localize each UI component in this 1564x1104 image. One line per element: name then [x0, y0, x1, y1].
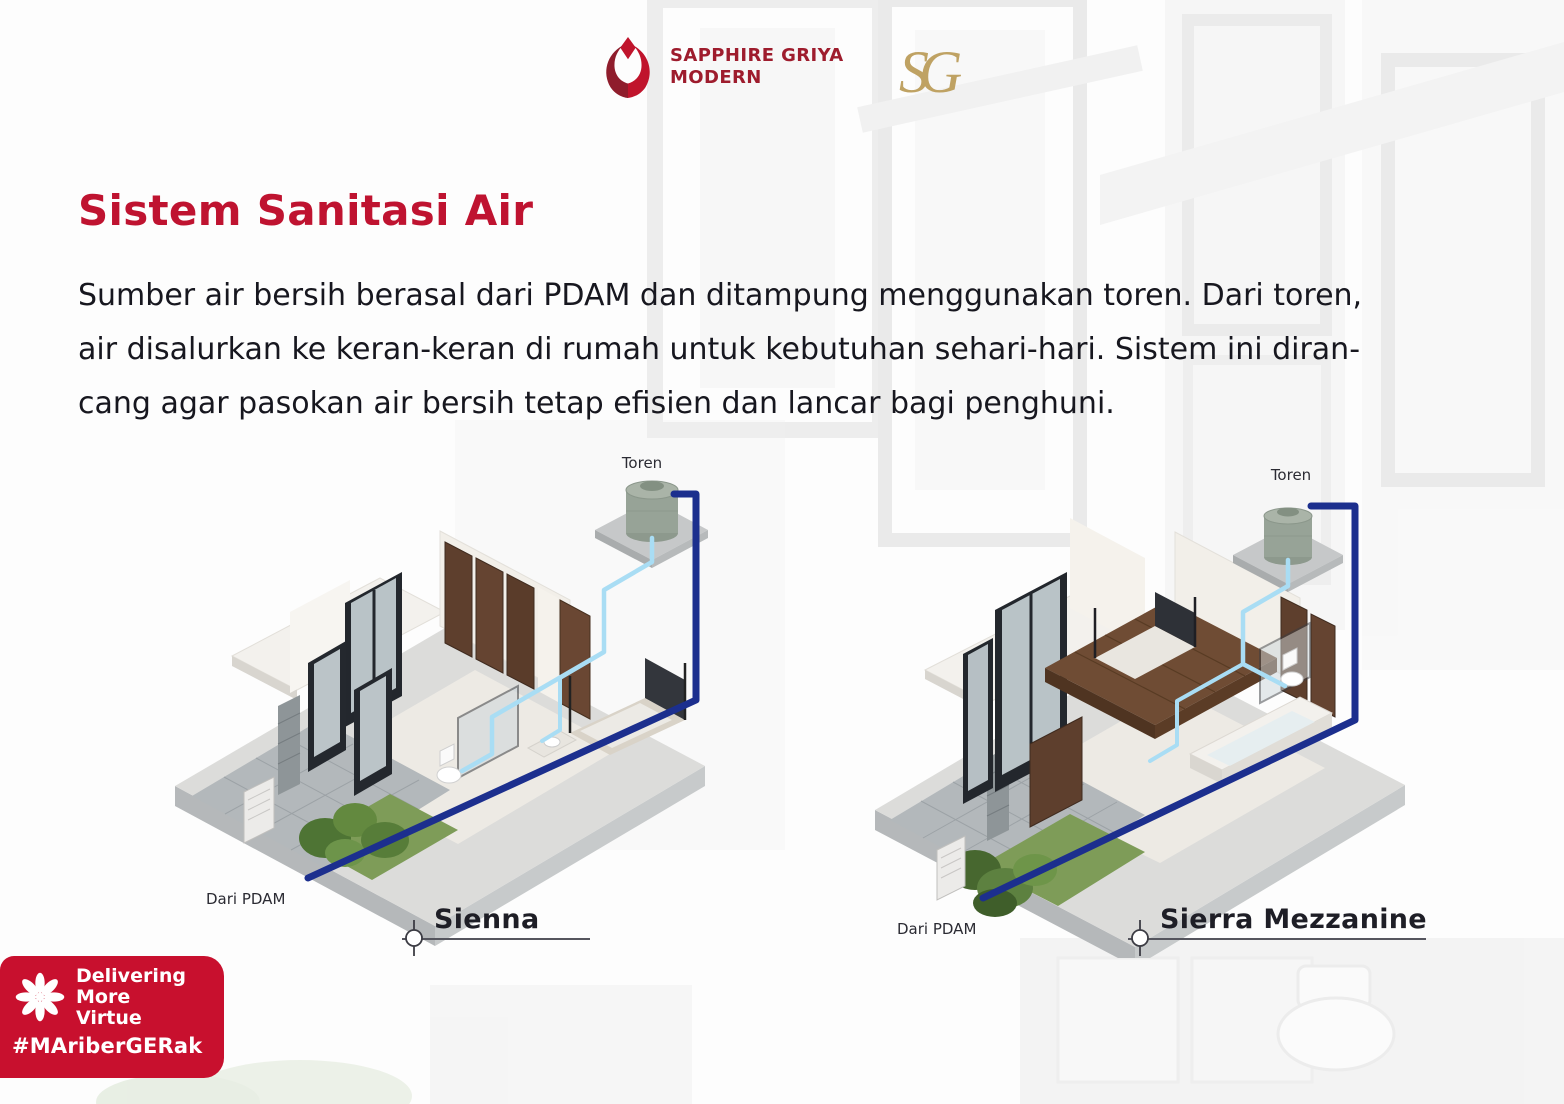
monogram-letters: SG	[899, 39, 962, 105]
pdam-source-label: Dari PDAM	[897, 920, 977, 938]
pdam-source-label: Dari PDAM	[206, 890, 286, 908]
badge-line-2: More	[76, 985, 131, 1008]
diagram-sierra-mezzanine: Toren Dari PDAM	[845, 458, 1445, 958]
house-type-name: Sierra Mezzanine	[1160, 904, 1427, 935]
pipe-supply-dark	[979, 502, 1359, 902]
house-type-name: Sienna	[434, 904, 540, 935]
ac-unit	[243, 776, 275, 844]
brand-line-2: MODERN	[670, 67, 762, 88]
caption-sienna: Sienna	[402, 904, 590, 956]
sg-flower-icon	[606, 37, 650, 98]
intro-paragraph: Sumber air bersih berasal dari PDAM dan …	[78, 269, 1518, 431]
paragraph-line-2: air disalurkan ke keran-keran di rumah u…	[78, 332, 1361, 367]
pipe-branch-light	[540, 650, 606, 743]
section-marker-icon	[405, 920, 423, 956]
bed	[568, 658, 687, 755]
sierra-house-illustration	[875, 502, 1405, 958]
toren-label: Toren	[1270, 466, 1312, 484]
sg-gold-monogram-icon: SG	[893, 30, 973, 120]
virtue-burst-icon	[15, 973, 65, 1022]
badge-text: Delivering More Virtue	[76, 966, 186, 1029]
sienna-house-illustration	[175, 480, 708, 946]
diagram-sienna: Toren Dari PDAM	[140, 448, 740, 948]
pipe-distribution-light	[1240, 557, 1291, 689]
pipe-branch-light	[1148, 662, 1245, 763]
page-title: Sistem Sanitasi Air	[78, 186, 534, 235]
wood-doors	[1029, 596, 1336, 828]
brand-lockup: SAPPHIRE GRIYA MODERN	[598, 32, 844, 102]
badge-line-3: Virtue	[76, 1006, 142, 1029]
paragraph-line-1: Sumber air bersih berasal dari PDAM dan …	[78, 278, 1363, 313]
bathroom	[1259, 621, 1311, 705]
section-marker-icon	[1131, 920, 1149, 956]
brand-name: SAPPHIRE GRIYA MODERN	[670, 45, 844, 90]
badge-hashtag: #MAriberGERak	[12, 1033, 203, 1058]
header: SAPPHIRE GRIYA MODERN SG	[0, 0, 1564, 130]
front-windows	[308, 641, 392, 796]
pipe-supply-dark	[304, 490, 700, 882]
brand-line-1: SAPPHIRE GRIYA	[670, 44, 844, 66]
main-copy: Sistem Sanitasi Air Sumber air bersih be…	[78, 186, 1518, 431]
mezzanine-deck	[1045, 592, 1277, 739]
ac-unit	[936, 835, 966, 901]
campaign-badge: Delivering More Virtue #MAriberGERak	[0, 956, 224, 1078]
toren-label: Toren	[621, 454, 663, 472]
badge-line-1: Delivering	[76, 965, 186, 987]
wood-doors	[444, 541, 591, 720]
paragraph-line-3: cang agar pasokan air bersih tetap efisi…	[78, 386, 1115, 421]
toren-tank	[1233, 507, 1343, 592]
caption-sierra-mezzanine: Sierra Mezzanine	[1128, 904, 1427, 956]
bathtub	[1188, 696, 1334, 784]
